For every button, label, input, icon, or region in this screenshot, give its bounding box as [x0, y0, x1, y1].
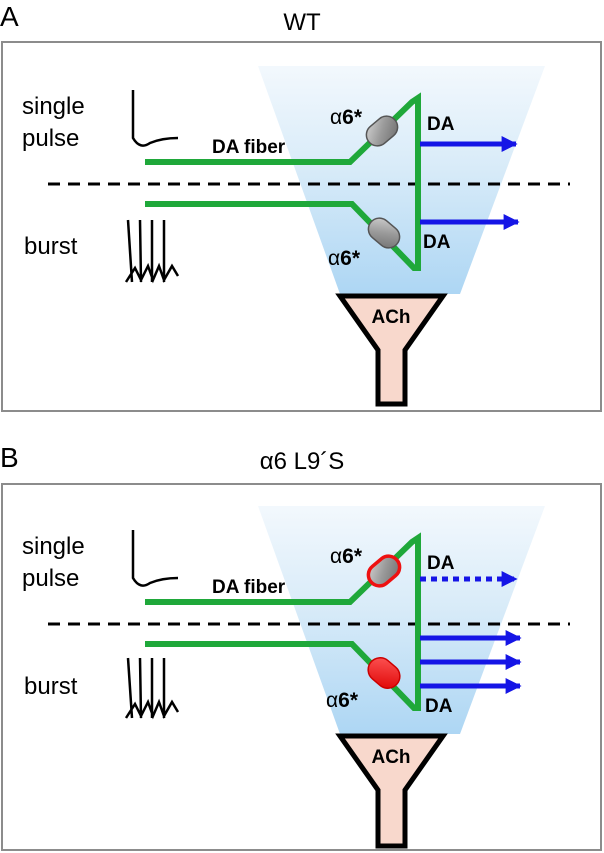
panel-b-burst-label: burst — [24, 673, 78, 700]
panel-a-alpha-bottom: α6* — [328, 247, 361, 270]
panel-a-receptor-top — [365, 115, 399, 147]
panel-b-ach-label: ACh — [371, 747, 410, 768]
panel-a-pulse-label: pulse — [22, 125, 79, 152]
panel-a-single-label: single — [22, 93, 85, 120]
panel-b: B α6 L9´S single pulse burst DA fiber α6… — [0, 442, 602, 851]
panel-b-receptor-top — [366, 554, 402, 588]
panel-b-alpha-bottom: α6* — [326, 689, 359, 712]
panel-a-ach-label: ACh — [371, 307, 410, 328]
panel-b-alpha-top: α6* — [330, 545, 363, 568]
panel-b-pulse-label: pulse — [22, 565, 79, 592]
panel-a-single-trace-icon — [131, 90, 179, 147]
panel-a-burst-label: burst — [24, 233, 78, 260]
panel-b-da-label-bottom: DA — [425, 696, 453, 717]
panel-a-burst-trace-icon — [124, 219, 180, 284]
panel-b-ach-source — [335, 733, 448, 849]
panel-a-alpha-top: α6* — [330, 106, 363, 129]
panel-b-receptor-bottom — [367, 657, 401, 689]
panel-b-single-label: single — [22, 533, 85, 560]
panel-a-title: WT — [283, 9, 321, 36]
panel-b-fiber-label: DA fiber — [212, 577, 286, 598]
panel-a-letter: A — [0, 1, 19, 32]
panel-a-da-label-top: DA — [427, 114, 455, 135]
panel-b-title: α6 L9´S — [260, 448, 345, 475]
panel-a-da-label-bottom: DA — [423, 232, 451, 253]
panel-b-burst-trace-icon — [124, 657, 180, 720]
panel-a-ach-cone — [258, 66, 545, 294]
panel-a-fiber-label: DA fiber — [212, 137, 286, 158]
panel-b-single-trace-icon — [131, 530, 179, 587]
panel-a-ach-source — [335, 293, 448, 407]
panel-b-letter: B — [0, 442, 19, 473]
panel-a-receptor-bottom — [367, 217, 401, 249]
panel-a: A WT single pulse burst DA fiber α6* α6*… — [0, 1, 602, 412]
panel-b-ach-cone — [258, 506, 545, 734]
panel-b-da-label-top: DA — [427, 553, 455, 574]
